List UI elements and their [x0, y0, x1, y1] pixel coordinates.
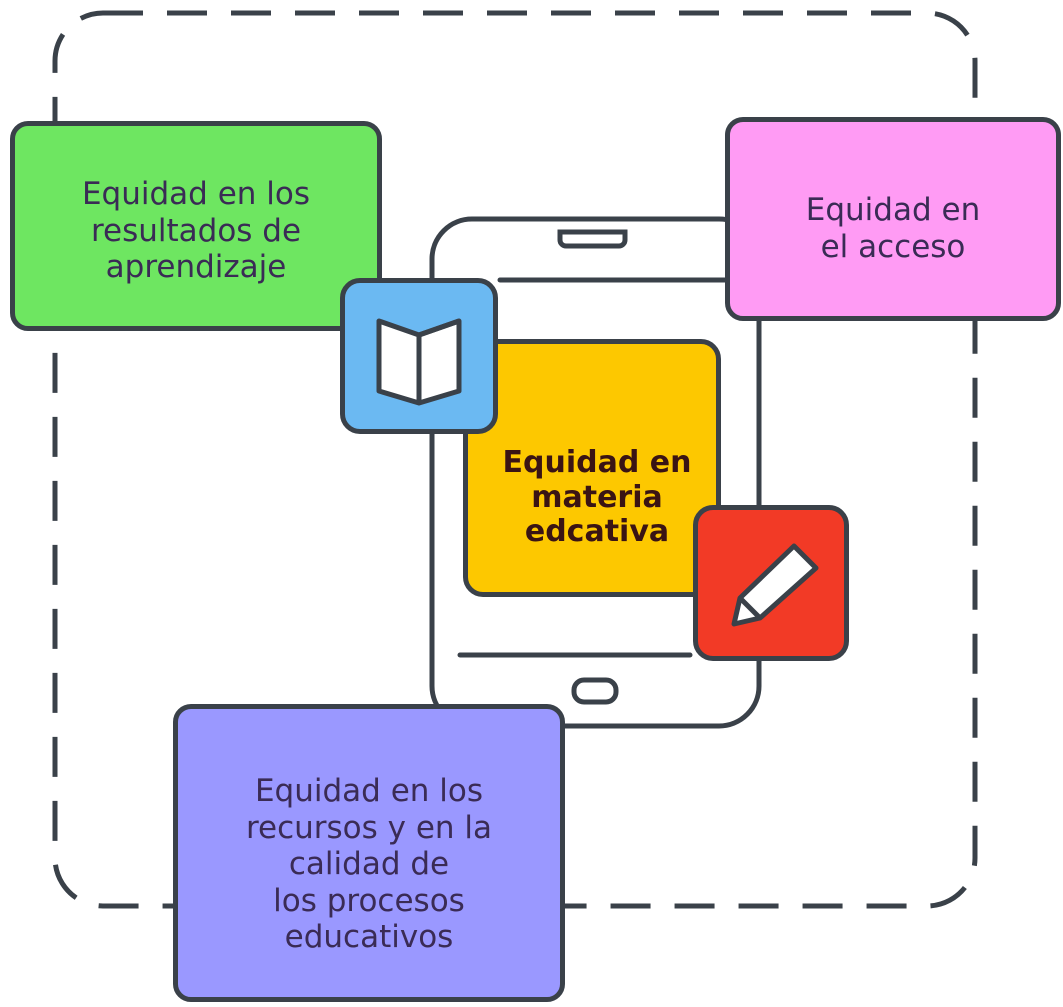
- tablet-device: [429, 216, 762, 729]
- pencil-tile: [693, 505, 849, 661]
- box-access-label: Equidad en el acceso: [805, 192, 981, 265]
- tablet-top-notch: [557, 229, 628, 249]
- box-resources: Equidad en los recursos y en la calidad …: [173, 704, 565, 1002]
- book-icon: [376, 318, 462, 406]
- tablet-body: [429, 216, 762, 729]
- book-tile: [340, 278, 498, 434]
- box-center: Equidad en materia edcativa: [463, 339, 721, 597]
- tablet-home-button: [571, 677, 619, 705]
- box-results-label: Equidad en los resultados de aprendizaje: [81, 176, 311, 286]
- box-results: Equidad en los resultados de aprendizaje: [10, 121, 382, 331]
- box-resources-label: Equidad en los recursos y en la calidad …: [245, 773, 493, 956]
- pencil-icon: [731, 543, 819, 627]
- box-access: Equidad en el acceso: [725, 117, 1061, 321]
- center-label: Equidad en materia edcativa: [502, 445, 692, 549]
